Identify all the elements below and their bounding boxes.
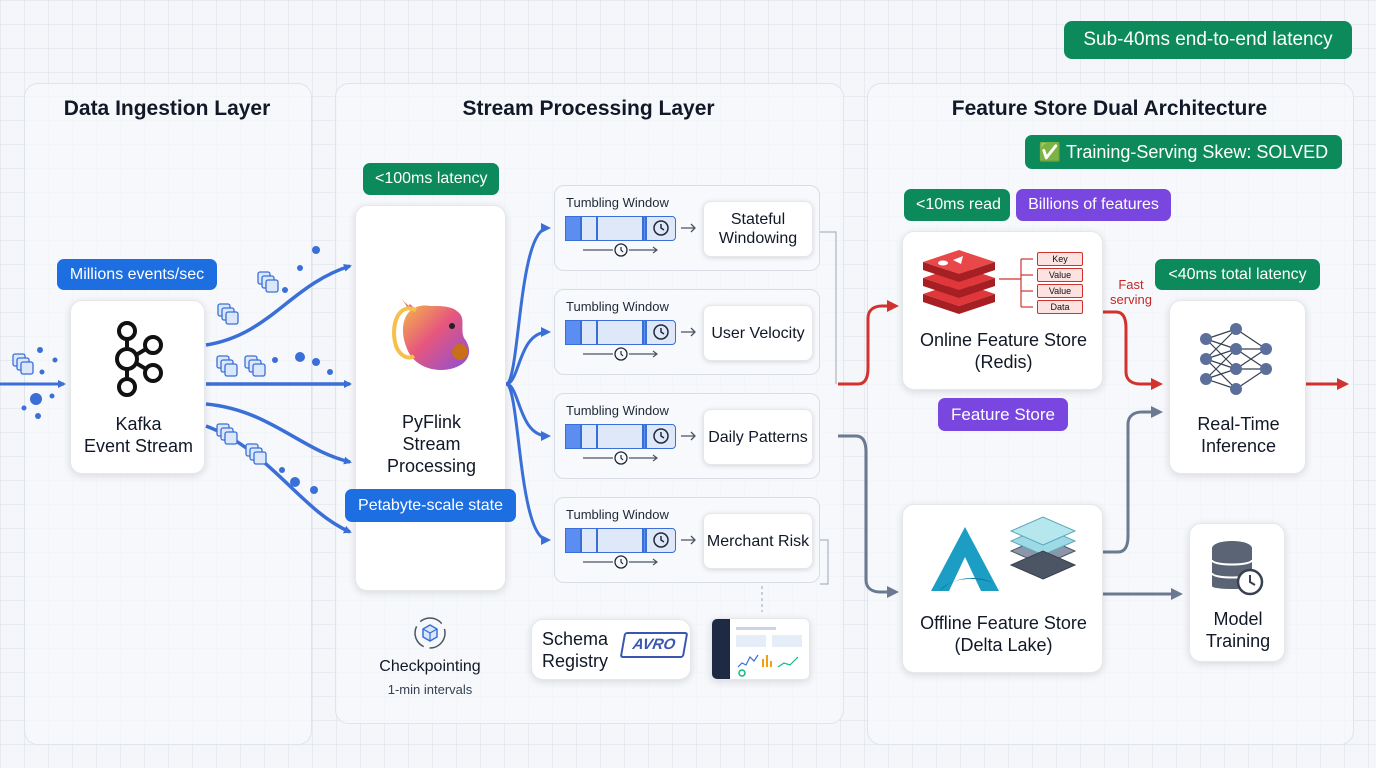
redis-icon (923, 250, 1033, 314)
to-offline-store-arrow (838, 434, 899, 598)
window-segment (643, 216, 646, 241)
message-icons (12, 271, 279, 465)
avro-logo: AVRO (619, 632, 689, 658)
checkpointing-label: Checkpointing (379, 658, 481, 675)
flink-latency-badge: <100ms latency (363, 163, 499, 195)
window-card-0: Tumbling Window Stateful Windowing (554, 185, 820, 271)
read-latency-badge: <10ms read (904, 189, 1010, 221)
layers-icon (1009, 516, 1077, 580)
dashboard-screenshot-icon (711, 618, 810, 680)
window-segment (597, 216, 643, 241)
squirrel-icon (392, 296, 470, 370)
window-segment (643, 424, 646, 449)
feature-store-title: Feature Store Dual Architecture (951, 97, 1268, 120)
window-label-card-3: Merchant Risk (703, 513, 813, 569)
window-segment (597, 528, 643, 553)
window-segment (581, 320, 597, 345)
sub-40ms-latency-badge: Sub-40ms end-to-end latency (1064, 21, 1352, 59)
total-latency-badge: <40ms total latency (1155, 259, 1320, 290)
schema-registry-card: Schema Registry AVRO (531, 619, 691, 680)
window-segment (581, 528, 597, 553)
training-serving-skew-badge: ✅ Training-Serving Skew: SOLVED (1025, 135, 1342, 169)
pyflink-card: PyFlink Stream Processing (355, 205, 506, 591)
petabyte-state-badge: Petabyte-scale state (345, 489, 516, 522)
window-label-card-2: Daily Patterns (703, 409, 813, 465)
checkpointing-interval: 1-min intervals (387, 682, 473, 697)
window-label-1: User Velocity (711, 324, 805, 342)
window-card-1: Tumbling Window User Velocity (554, 289, 820, 375)
window-segment (581, 216, 597, 241)
window-segment (597, 424, 643, 449)
window-title-3: Tumbling Window (566, 507, 669, 522)
window-connectors (761, 231, 837, 612)
window-segment (565, 320, 581, 345)
redis-field-key: Key (1037, 252, 1083, 266)
window-label-card-1: User Velocity (703, 305, 813, 361)
clock-icon (583, 532, 696, 569)
redis-field-value: Value (1037, 268, 1083, 282)
window-card-2: Tumbling Window Daily Patterns (554, 393, 820, 479)
real-time-inference-card: Real-Time Inference (1169, 300, 1306, 474)
kafka-icon (115, 321, 163, 397)
billions-features-badge: Billions of features (1016, 189, 1171, 221)
window-label-0: Stateful Windowing (718, 211, 798, 247)
window-segment (597, 320, 643, 345)
clock-icon (583, 220, 696, 257)
kafka-to-flink-arrows (205, 264, 352, 534)
ingestion-title: Data Ingestion Layer (63, 97, 271, 120)
kafka-label: Kafka Event Stream (83, 414, 194, 456)
model-training-label: Model Training (1205, 609, 1271, 651)
model-training-card: Model Training (1189, 523, 1285, 662)
feature-store-badge: Feature Store (938, 398, 1068, 431)
window-title-2: Tumbling Window (566, 403, 669, 418)
window-segment (643, 320, 646, 345)
window-label-card-0: Stateful Windowing (703, 201, 813, 257)
fast-serving-label: Fast serving (1110, 277, 1152, 307)
window-segment (581, 424, 597, 449)
millions-events-badge: Millions events/sec (57, 259, 217, 290)
clock-icon (583, 324, 696, 361)
window-card-3: Tumbling Window Merchant Risk (554, 497, 820, 583)
flink-to-windows-arrows (504, 223, 551, 545)
database-clock-icon (1211, 541, 1264, 596)
schema-registry-label: Schema Registry (542, 629, 609, 671)
offline-to-inference-arrow (1103, 406, 1163, 554)
redis-field-value: Value (1037, 284, 1083, 298)
clock-icon (583, 428, 696, 465)
fast-serving-arrow (1103, 310, 1163, 390)
pyflink-label: PyFlink Stream Processing (386, 412, 477, 476)
window-title-1: Tumbling Window (566, 299, 669, 314)
event-particles (21, 246, 333, 494)
online-feature-store-card: Key Value Value Data Online Feature Stor… (902, 231, 1103, 390)
window-segment (565, 424, 581, 449)
kafka-card: Kafka Event Stream (70, 300, 205, 474)
to-online-store-arrow (838, 300, 899, 386)
real-time-inference-label: Real-Time Inference (1197, 414, 1280, 456)
processing-title: Stream Processing Layer (462, 97, 715, 120)
redis-field-data: Data (1037, 300, 1083, 314)
window-title-0: Tumbling Window (566, 195, 669, 210)
neural-network-icon (1200, 323, 1272, 395)
offline-feature-store-card: Offline Feature Store (Delta Lake) (902, 504, 1103, 673)
window-label-2: Daily Patterns (708, 428, 808, 446)
window-segment (565, 528, 581, 553)
online-feature-store-label: Online Feature Store (Redis) (919, 330, 1088, 372)
window-segment (565, 216, 581, 241)
delta-lake-icon (931, 527, 999, 591)
offline-feature-store-label: Offline Feature Store (Delta Lake) (920, 613, 1087, 655)
window-segment (643, 528, 646, 553)
window-label-3: Merchant Risk (706, 532, 810, 550)
